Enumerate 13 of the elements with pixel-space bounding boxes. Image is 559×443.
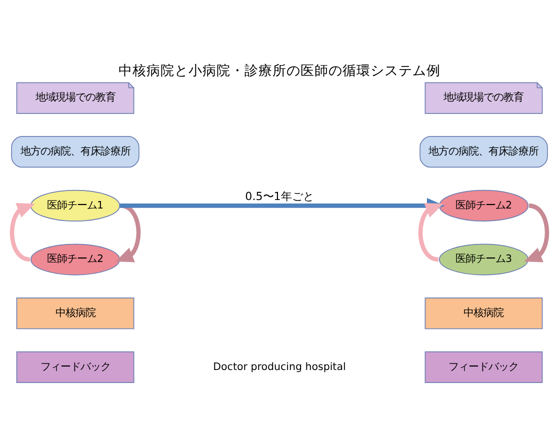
node-box: 地方の病院、有床診療所 [420, 136, 548, 168]
diagram-title: 中核病院と小病院・診療所の医師の循環システム例 [118, 62, 440, 79]
node-box: フィードバック [16, 351, 134, 383]
node-ellipse: 医師チーム3 [438, 244, 529, 276]
node-ellipse: 医師チーム1 [30, 190, 120, 222]
label: Doctor producing hospital [213, 360, 346, 373]
node-box: 中核病院 [16, 298, 134, 330]
node-ellipse: 医師チーム2 [438, 190, 529, 222]
node-box: フィードバック [424, 351, 543, 383]
node-box: 中核病院 [424, 298, 543, 330]
edge-label: 0.5〜1年ごと [245, 190, 314, 204]
node-ellipse: 医師チーム2 [30, 244, 120, 276]
node-box: 地方の病院、有床診療所 [11, 136, 140, 168]
